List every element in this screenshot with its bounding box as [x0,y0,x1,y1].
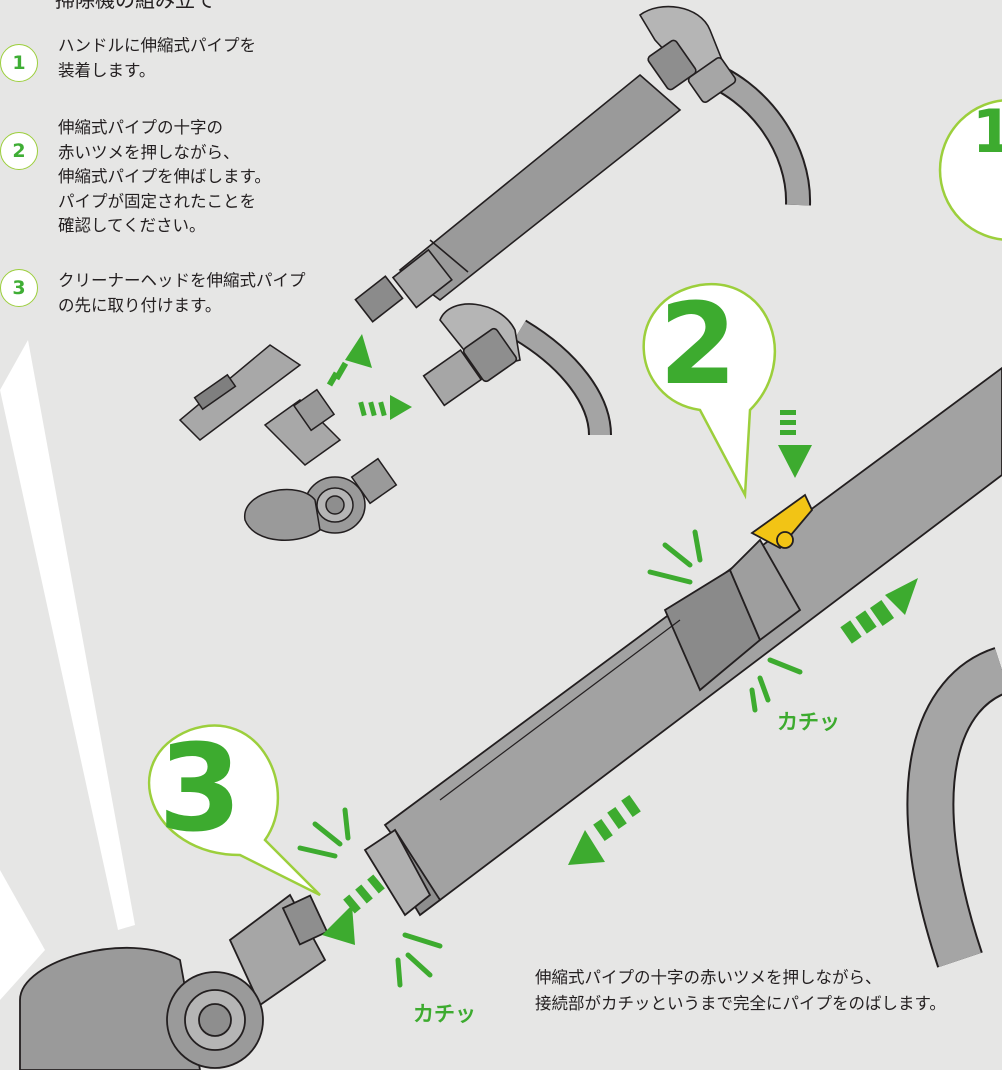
white-beam-lower [0,870,45,1000]
step-3-text: クリーナーヘッドを伸縮式パイプ の先に取り付けます。 [58,269,306,318]
step-2-line: 伸縮式パイプの十字の [58,118,223,137]
step-1-line: ハンドルに伸縮式パイプを [58,36,256,55]
callout-number-3: 3 [158,720,242,859]
callout-bubble-2 [642,282,776,500]
cleaner-head [19,893,329,1070]
hose-right-fill [908,649,1002,967]
step-3-line: クリーナーヘッドを伸縮式パイプ [58,271,306,290]
step-number-3: 3 [0,269,38,307]
callout-number-1-partial: 1 [972,97,1002,167]
click-sound-lower: カチッ [413,1002,476,1026]
instruction-caption: 伸縮式パイプの十字の赤いツメを押しながら、 接続部がカチッというまで完全にパイプ… [535,965,946,1017]
click-sound-upper: カチッ [777,710,840,734]
step-3-line: の先に取り付けます。 [58,295,222,315]
step-2-line: パイプが固定されたことを [58,191,256,211]
page-title: 掃除機の組み立て [55,0,215,12]
step-2-line: 伸縮式パイプを伸ばします。 [58,167,271,186]
callout-bubble-1-partial [938,99,1002,241]
handle-assembly-top [354,5,812,323]
telescopic-pipe [363,366,1002,917]
callout-number-2: 2 [659,280,737,410]
handle-assembly-middle [422,303,612,436]
step-2-line: 赤いツメを押しながら、 [58,142,240,162]
green-arrows [322,334,918,945]
caption-line: 接続部がカチッというまで完全にパイプをのばします。 [535,994,946,1013]
step-1-text: ハンドルに伸縮式パイプを 装着します。 [58,34,256,83]
callout-bubble-3 [148,724,321,897]
accessory-tools [178,344,398,541]
caption-line: 伸縮式パイプの十字の赤いツメを押しながら、 [535,968,882,987]
step-number-2: 2 [0,132,38,170]
click-bursts [297,529,803,988]
step-2-text: 伸縮式パイプの十字の 赤いツメを押しながら、 伸縮式パイプを伸ばします。 パイプ… [58,116,271,239]
step-number-1: 1 [0,44,38,82]
white-beam-upper [0,340,135,930]
step-1-line: 装着します。 [58,60,156,80]
step-2-line: 確認してください。 [58,216,206,235]
